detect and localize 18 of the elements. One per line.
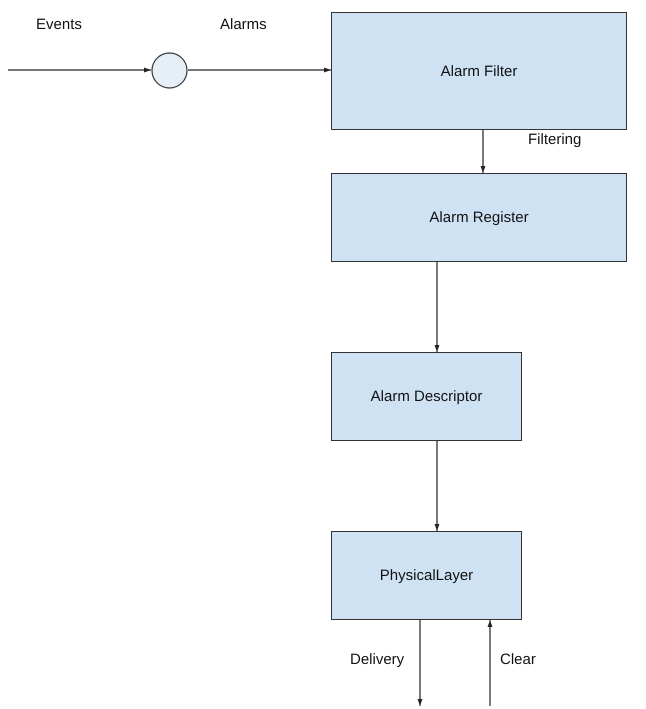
arrow [488,620,492,706]
arrow [434,441,440,531]
junction-circle [151,52,188,89]
process-box [331,352,522,441]
arrow [434,262,440,352]
edge-label: Delivery [350,651,404,668]
arrow [418,620,422,706]
process-box [331,173,627,262]
process-box [331,12,627,130]
box-label: PhysicalLayer [380,567,474,584]
box-label: Alarm Filter [440,62,518,80]
arrow [8,68,151,72]
box-label: Alarm Register [429,209,529,226]
box-label: Alarm Descriptor [370,388,482,405]
process-box [331,531,522,620]
arrow [188,68,331,72]
edge-label: Filtering [528,131,582,148]
arrow [480,130,486,173]
